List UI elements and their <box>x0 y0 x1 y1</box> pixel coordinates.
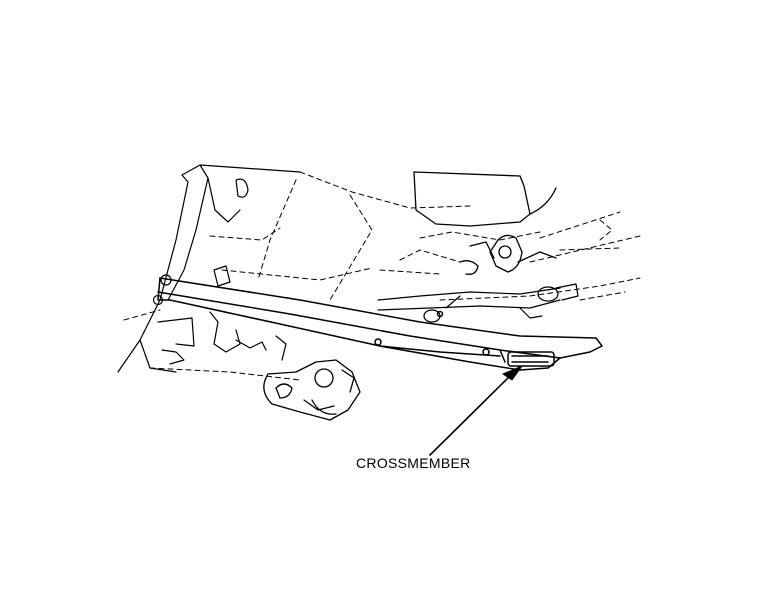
left-mount <box>152 265 287 365</box>
crossmember-label: CROSSMEMBER <box>356 455 471 471</box>
arrowhead-icon <box>502 365 523 381</box>
mount-bolt <box>498 245 512 259</box>
crossmember-bracket <box>507 351 555 367</box>
bolt <box>152 294 164 306</box>
bushing <box>314 368 334 388</box>
suspension-arm <box>263 359 361 421</box>
crossmember-beam <box>157 277 603 371</box>
leader-arrow <box>429 365 523 456</box>
transmission-housing <box>413 171 557 275</box>
hidden-lines <box>123 171 641 381</box>
body-hole <box>235 178 249 198</box>
exhaust-pipe <box>377 283 579 323</box>
left-body-panel <box>117 164 301 373</box>
bolt <box>160 274 172 286</box>
